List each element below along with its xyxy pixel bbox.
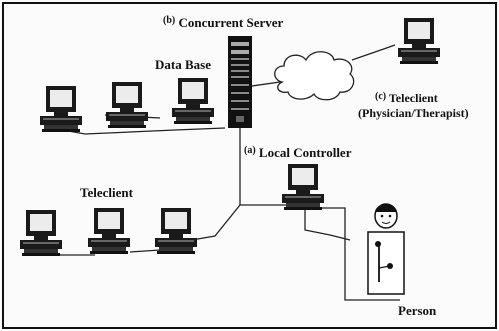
server-tag: (b)	[163, 15, 176, 26]
database-label: Data Base	[155, 57, 211, 72]
remote-teleclient-label: (c) Teleclient	[375, 91, 438, 105]
teleclient-group-label: Teleclient	[80, 185, 133, 200]
remote-teleclient-pc	[398, 18, 440, 64]
local-controller-pc	[282, 164, 324, 210]
server-name: Concurrent Server	[178, 15, 284, 30]
remote-teleclient-tag: (c)	[375, 91, 387, 102]
database-pc-3	[172, 78, 214, 124]
database-pc-2	[106, 82, 148, 128]
person-label: Person	[398, 303, 437, 318]
local-controller-tag: (a)	[244, 145, 256, 156]
network-links	[60, 44, 400, 301]
teleclient-pc-1	[20, 210, 62, 256]
local-controller-label: (a) Local Controller	[244, 145, 352, 160]
local-controller-name: Local Controller	[258, 145, 352, 160]
network-cloud-icon	[274, 51, 355, 101]
server-tower-icon	[228, 36, 252, 128]
teleclient-pc-3	[155, 208, 197, 254]
diagram-frame	[2, 2, 497, 329]
server-label: (b) Concurrent Server	[163, 15, 284, 30]
teleclient-pc-2	[88, 208, 130, 254]
remote-teleclient-name: Teleclient	[388, 91, 438, 105]
person-figure-icon	[367, 203, 405, 295]
database-pc-1	[40, 86, 82, 132]
remote-teleclient-role: (Physician/Therapist)	[358, 106, 469, 120]
